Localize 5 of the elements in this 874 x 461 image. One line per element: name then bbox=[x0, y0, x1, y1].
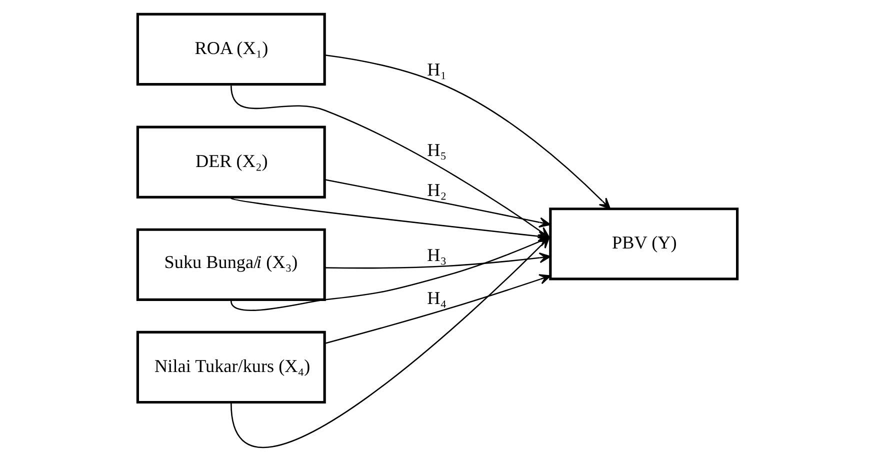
edge-label: H₄ bbox=[426, 287, 446, 308]
edge-label: H₃ bbox=[426, 244, 446, 265]
edge-label: H₅ bbox=[426, 139, 446, 160]
edge-label: H₂ bbox=[426, 180, 446, 200]
edge-label: H₁ bbox=[426, 58, 446, 79]
